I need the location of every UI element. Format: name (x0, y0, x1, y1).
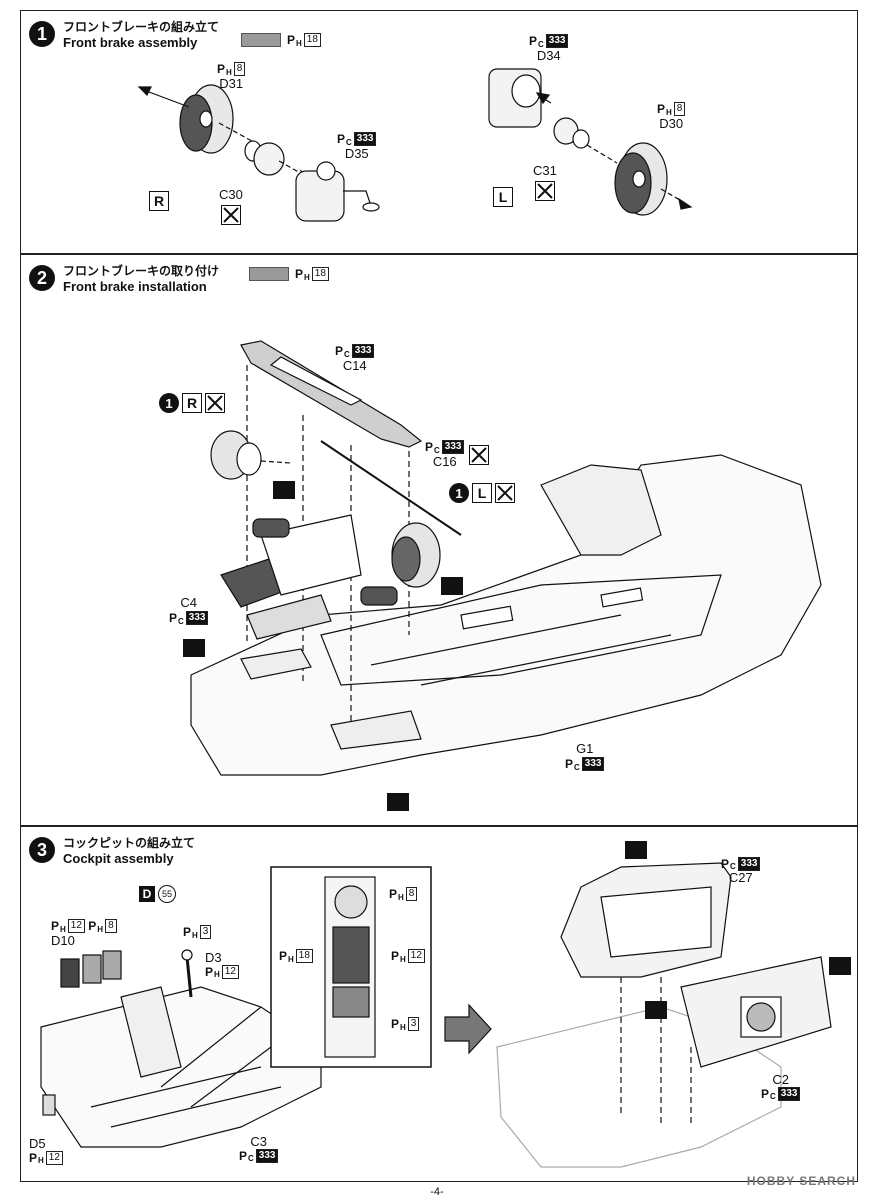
step-2-drawing (190, 340, 822, 776)
step-3-panel: 3 コックピットの組み立て Cockpit assembly D 55 (20, 826, 858, 1182)
step-2-title-en: Front brake installation (63, 279, 207, 294)
page-number: -4- (430, 1186, 444, 1198)
no-cement-icon (221, 205, 241, 225)
ref-step-1-r: 1 R (159, 393, 225, 413)
no-cement-icon (495, 483, 515, 503)
step-2-header: 2 フロントブレーキの取り付け Front brake installation (29, 263, 219, 295)
cement-icon (183, 639, 205, 657)
cement-icon (441, 577, 463, 595)
step-1-drawing (137, 68, 693, 222)
watermark: HOBBY SEARCH (746, 1174, 856, 1188)
paint-swatch-icon (249, 267, 289, 281)
cement-icon (273, 481, 295, 499)
no-cement-icon (469, 445, 489, 465)
step-3-title-jp: コックピットの組み立て (63, 836, 196, 850)
decal-badge: D 55 (139, 885, 176, 903)
step-3-title-en: Cockpit assembly (63, 851, 174, 866)
label-c31: C31 (533, 163, 557, 178)
paint-swatch-icon (241, 33, 281, 47)
step-3-header: 3 コックピットの組み立て Cockpit assembly (29, 835, 195, 867)
step-1-number: 1 (29, 21, 55, 47)
cement-icon (625, 841, 647, 859)
no-cement-icon (535, 181, 555, 201)
ref-step-1-l: 1 L (449, 483, 515, 503)
step-1-header: 1 フロントブレーキの組み立て Front brake assembly (29, 19, 219, 51)
no-cement-icon (205, 393, 225, 413)
step-3-drawing (40, 862, 832, 1168)
cement-icon (829, 957, 851, 975)
step-2-panel: 2 フロントブレーキの取り付け Front brake installation… (20, 254, 858, 826)
cement-icon (387, 793, 409, 811)
step-1-title-en: Front brake assembly (63, 35, 198, 50)
step-2-title-jp: フロントブレーキの取り付け (63, 264, 220, 278)
cement-icon (645, 1001, 667, 1019)
label-c30: C30 (219, 187, 243, 202)
side-r-badge: R (149, 191, 169, 211)
side-l-badge: L (493, 187, 513, 207)
step-2-number: 2 (29, 265, 55, 291)
step-3-number: 3 (29, 837, 55, 863)
step-1-title-jp: フロントブレーキの組み立て (63, 20, 220, 34)
